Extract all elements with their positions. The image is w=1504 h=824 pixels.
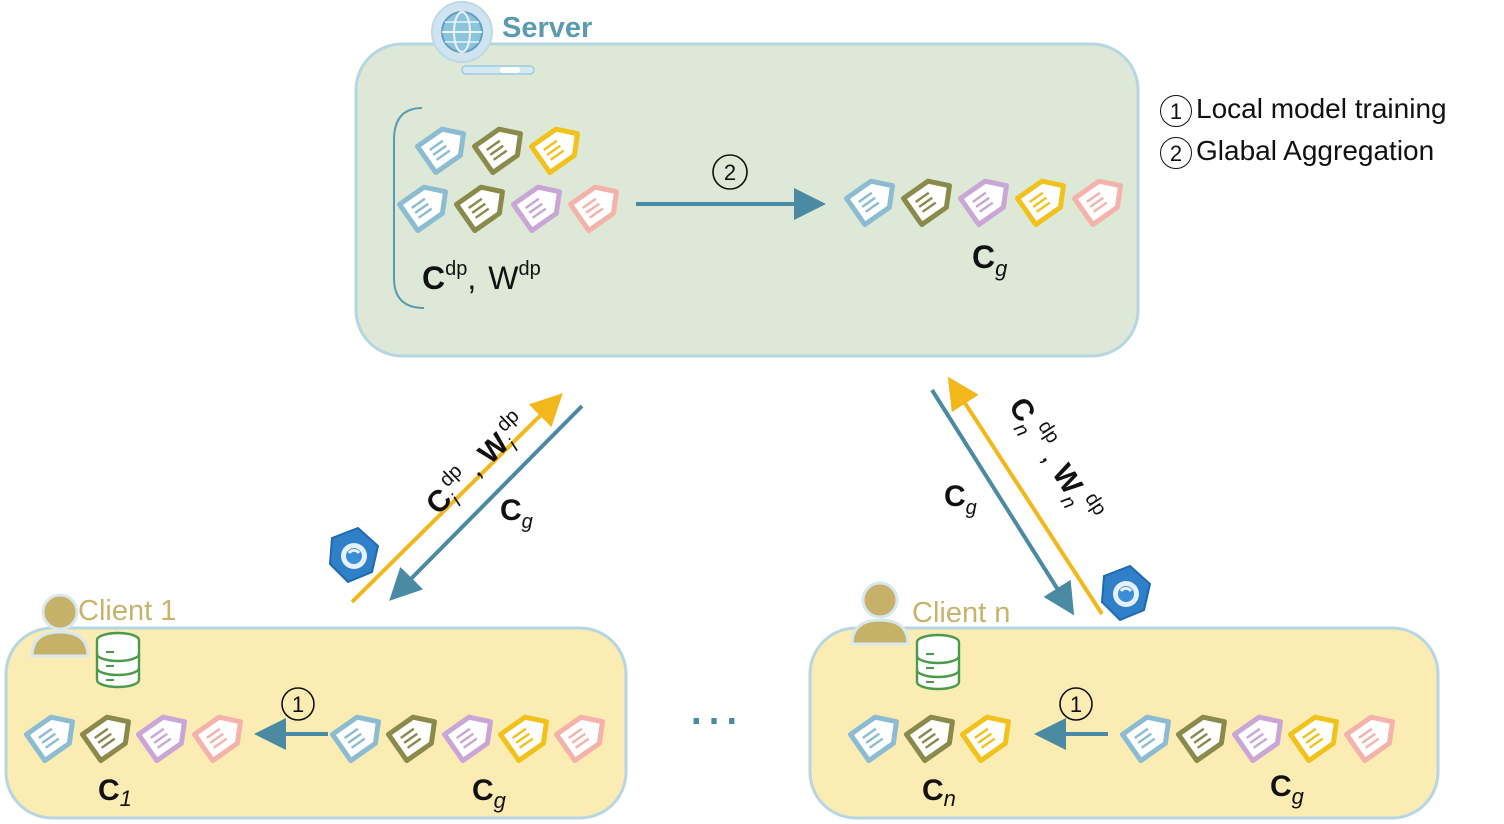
client-1-name: Client 1 (78, 595, 176, 627)
right-upload-label: Cndp,Wndp (997, 389, 1111, 531)
step-1-badge (281, 687, 315, 721)
right-download-arrow (930, 388, 1075, 616)
database-icon (95, 631, 141, 689)
client-n-local-label: Cn (922, 774, 956, 811)
step-1-number: 1 (1070, 692, 1082, 717)
client-n-panel (808, 626, 1440, 820)
legend-label: Glabal Aggregation (1196, 135, 1435, 166)
server-title: Server (502, 12, 592, 44)
legend-number-badge: 1 (1160, 94, 1192, 127)
server-local-label: Cdp,Wdp (422, 258, 541, 296)
globe-icon (431, 1, 535, 75)
client-n-local-tags (850, 709, 1017, 761)
step-2-number: 2 (724, 160, 736, 185)
left-download-label: Cg (500, 494, 533, 533)
client-n-global-label: Cg (1270, 770, 1305, 809)
step-1-number: 1 (292, 692, 304, 717)
legend-number-badge: 2 (1160, 136, 1192, 169)
server-global-label: Cg (972, 239, 1008, 281)
left-download-arrow (389, 404, 584, 601)
step-2-badge (712, 154, 748, 190)
database-icon (915, 633, 961, 691)
left-upload-arrow (350, 393, 563, 604)
legend-label: Local model training (1196, 93, 1447, 124)
step-1-badge (1059, 687, 1093, 721)
client-1-local-label: C1 (98, 774, 132, 811)
right-upload-arrow (947, 376, 1104, 616)
privacy-shield-icon (328, 526, 380, 584)
user-avatar-icon (30, 593, 90, 658)
server-bracket (393, 107, 425, 309)
more-clients-ellipsis: … (686, 673, 742, 736)
client-1-global-label: Cg (472, 774, 507, 813)
privacy-shield-icon (1100, 564, 1152, 622)
server-panel (354, 42, 1140, 358)
right-download-label: Cg (944, 480, 977, 519)
user-avatar-icon (850, 581, 910, 646)
client-1-panel (4, 626, 628, 820)
client-n-name: Client n (912, 597, 1010, 629)
